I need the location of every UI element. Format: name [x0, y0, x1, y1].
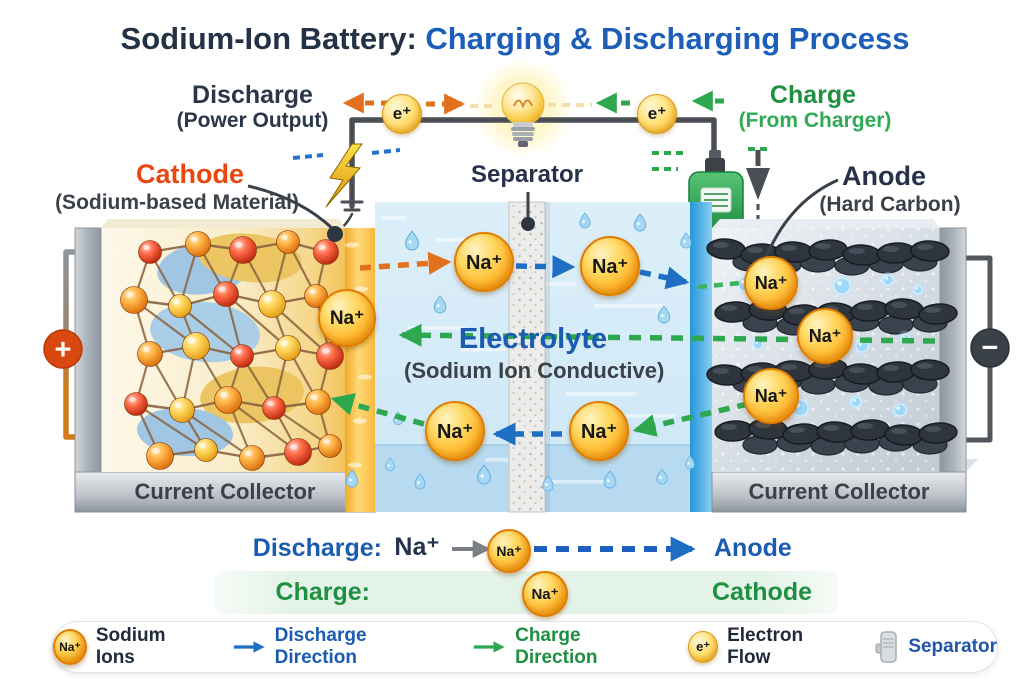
sodium-ion-electrolyte-1: Na⁺: [454, 232, 514, 292]
sodium-ion-anode-2: Na⁺: [797, 308, 853, 364]
anode-label: Anode: [842, 161, 926, 191]
electron-discharge: e⁺: [382, 94, 422, 134]
discharge-arrow-icon: [233, 641, 265, 653]
charge-header: Charge: [769, 81, 857, 109]
title-prefix: Sodium-Ion Battery:: [120, 21, 426, 56]
sodium-ion-summary-discharge: Na⁺: [487, 529, 531, 573]
electrolyte-label: Electrolyte: [458, 323, 608, 355]
sodium-ion-electrolyte-4: Na⁺: [569, 401, 629, 461]
anode-sublabel: (Hard Carbon): [819, 193, 961, 216]
legend-label-discharge-direction: Discharge Direction: [274, 625, 367, 668]
cathode-sublabel: (Sodium-based Material): [55, 191, 299, 214]
legend-label-sodium-ions: Sodium Ions: [95, 625, 166, 668]
legend-item-discharge-direction: Discharge Direction: [232, 625, 442, 669]
legend-item-separator: Separator: [873, 629, 997, 665]
sodium-ion-electrolyte-3: Na⁺: [425, 401, 485, 461]
sodium-ion-anode-3: Na⁺: [743, 368, 799, 424]
sodium-ion-anode-1: Na⁺: [744, 256, 798, 310]
current-collector-left-label: Current Collector: [134, 479, 316, 504]
summary-charge-label: Charge:: [275, 578, 370, 606]
title-highlight: Charging & Discharging Process: [425, 21, 910, 56]
legend-label-electron-flow: Electron Flow: [727, 625, 804, 668]
legend-item-electron-flow: e⁺ Electron Flow: [688, 625, 843, 669]
discharge-header: Discharge: [192, 81, 313, 109]
positive-terminal: +: [43, 329, 83, 369]
electrolyte-droplets: [345, 212, 695, 492]
sodium-ion-electrolyte-2: Na⁺: [580, 236, 640, 296]
current-collector-right-label: Current Collector: [748, 479, 930, 504]
label-leader-lines: [247, 178, 839, 263]
negative-terminal: −: [970, 328, 1010, 368]
electrolyte-sublabel: (Sodium Ion Conductive): [404, 358, 665, 383]
lightning-bolt-icon: [325, 143, 363, 208]
legend-bar: Na⁺ Sodium Ions Discharge Direction Char…: [52, 621, 998, 673]
sodium-ion-cathode: Na⁺: [318, 289, 376, 347]
electrolyte-region: [345, 201, 712, 513]
separator-icon: [875, 631, 898, 663]
charge-subheader: (From Charger): [738, 109, 892, 132]
anode-blue-strip: [690, 202, 712, 512]
sodium-ion-icon: Na⁺: [53, 629, 87, 665]
electron-icon: e⁺: [688, 631, 719, 663]
anode-electrode: [706, 219, 978, 513]
summary-discharge-destination: Anode: [714, 534, 792, 562]
legend-item-sodium-ions: Na⁺ Sodium Ions: [53, 625, 202, 669]
legend-label-charge-direction: Charge Direction: [515, 625, 598, 668]
positive-terminal-sign: +: [55, 334, 72, 366]
page-title: Sodium-Ion Battery: Charging & Dischargi…: [0, 22, 1030, 55]
summary-charge-destination: Cathode: [712, 578, 812, 606]
electron-charge: e⁺: [637, 94, 677, 134]
summary-discharge-ion: Na⁺: [394, 533, 440, 561]
negative-terminal-sign: −: [982, 332, 999, 364]
cathode-electrode: [74, 219, 388, 513]
cathode-crystal-lattice: [120, 230, 344, 471]
summary-discharge-label: Discharge:: [252, 534, 382, 562]
separator-label: Separator: [470, 161, 584, 188]
charge-arrow-icon: [474, 641, 506, 653]
light-bulb-icon: [501, 82, 545, 147]
separator-strip: [508, 201, 550, 513]
sodium-ion-summary-charge: Na⁺: [522, 571, 568, 617]
legend-item-charge-direction: Charge Direction: [472, 625, 658, 669]
cathode-label: Cathode: [136, 159, 244, 189]
legend-label-separator: Separator: [908, 636, 998, 657]
discharge-subheader: (Power Output): [176, 109, 329, 132]
